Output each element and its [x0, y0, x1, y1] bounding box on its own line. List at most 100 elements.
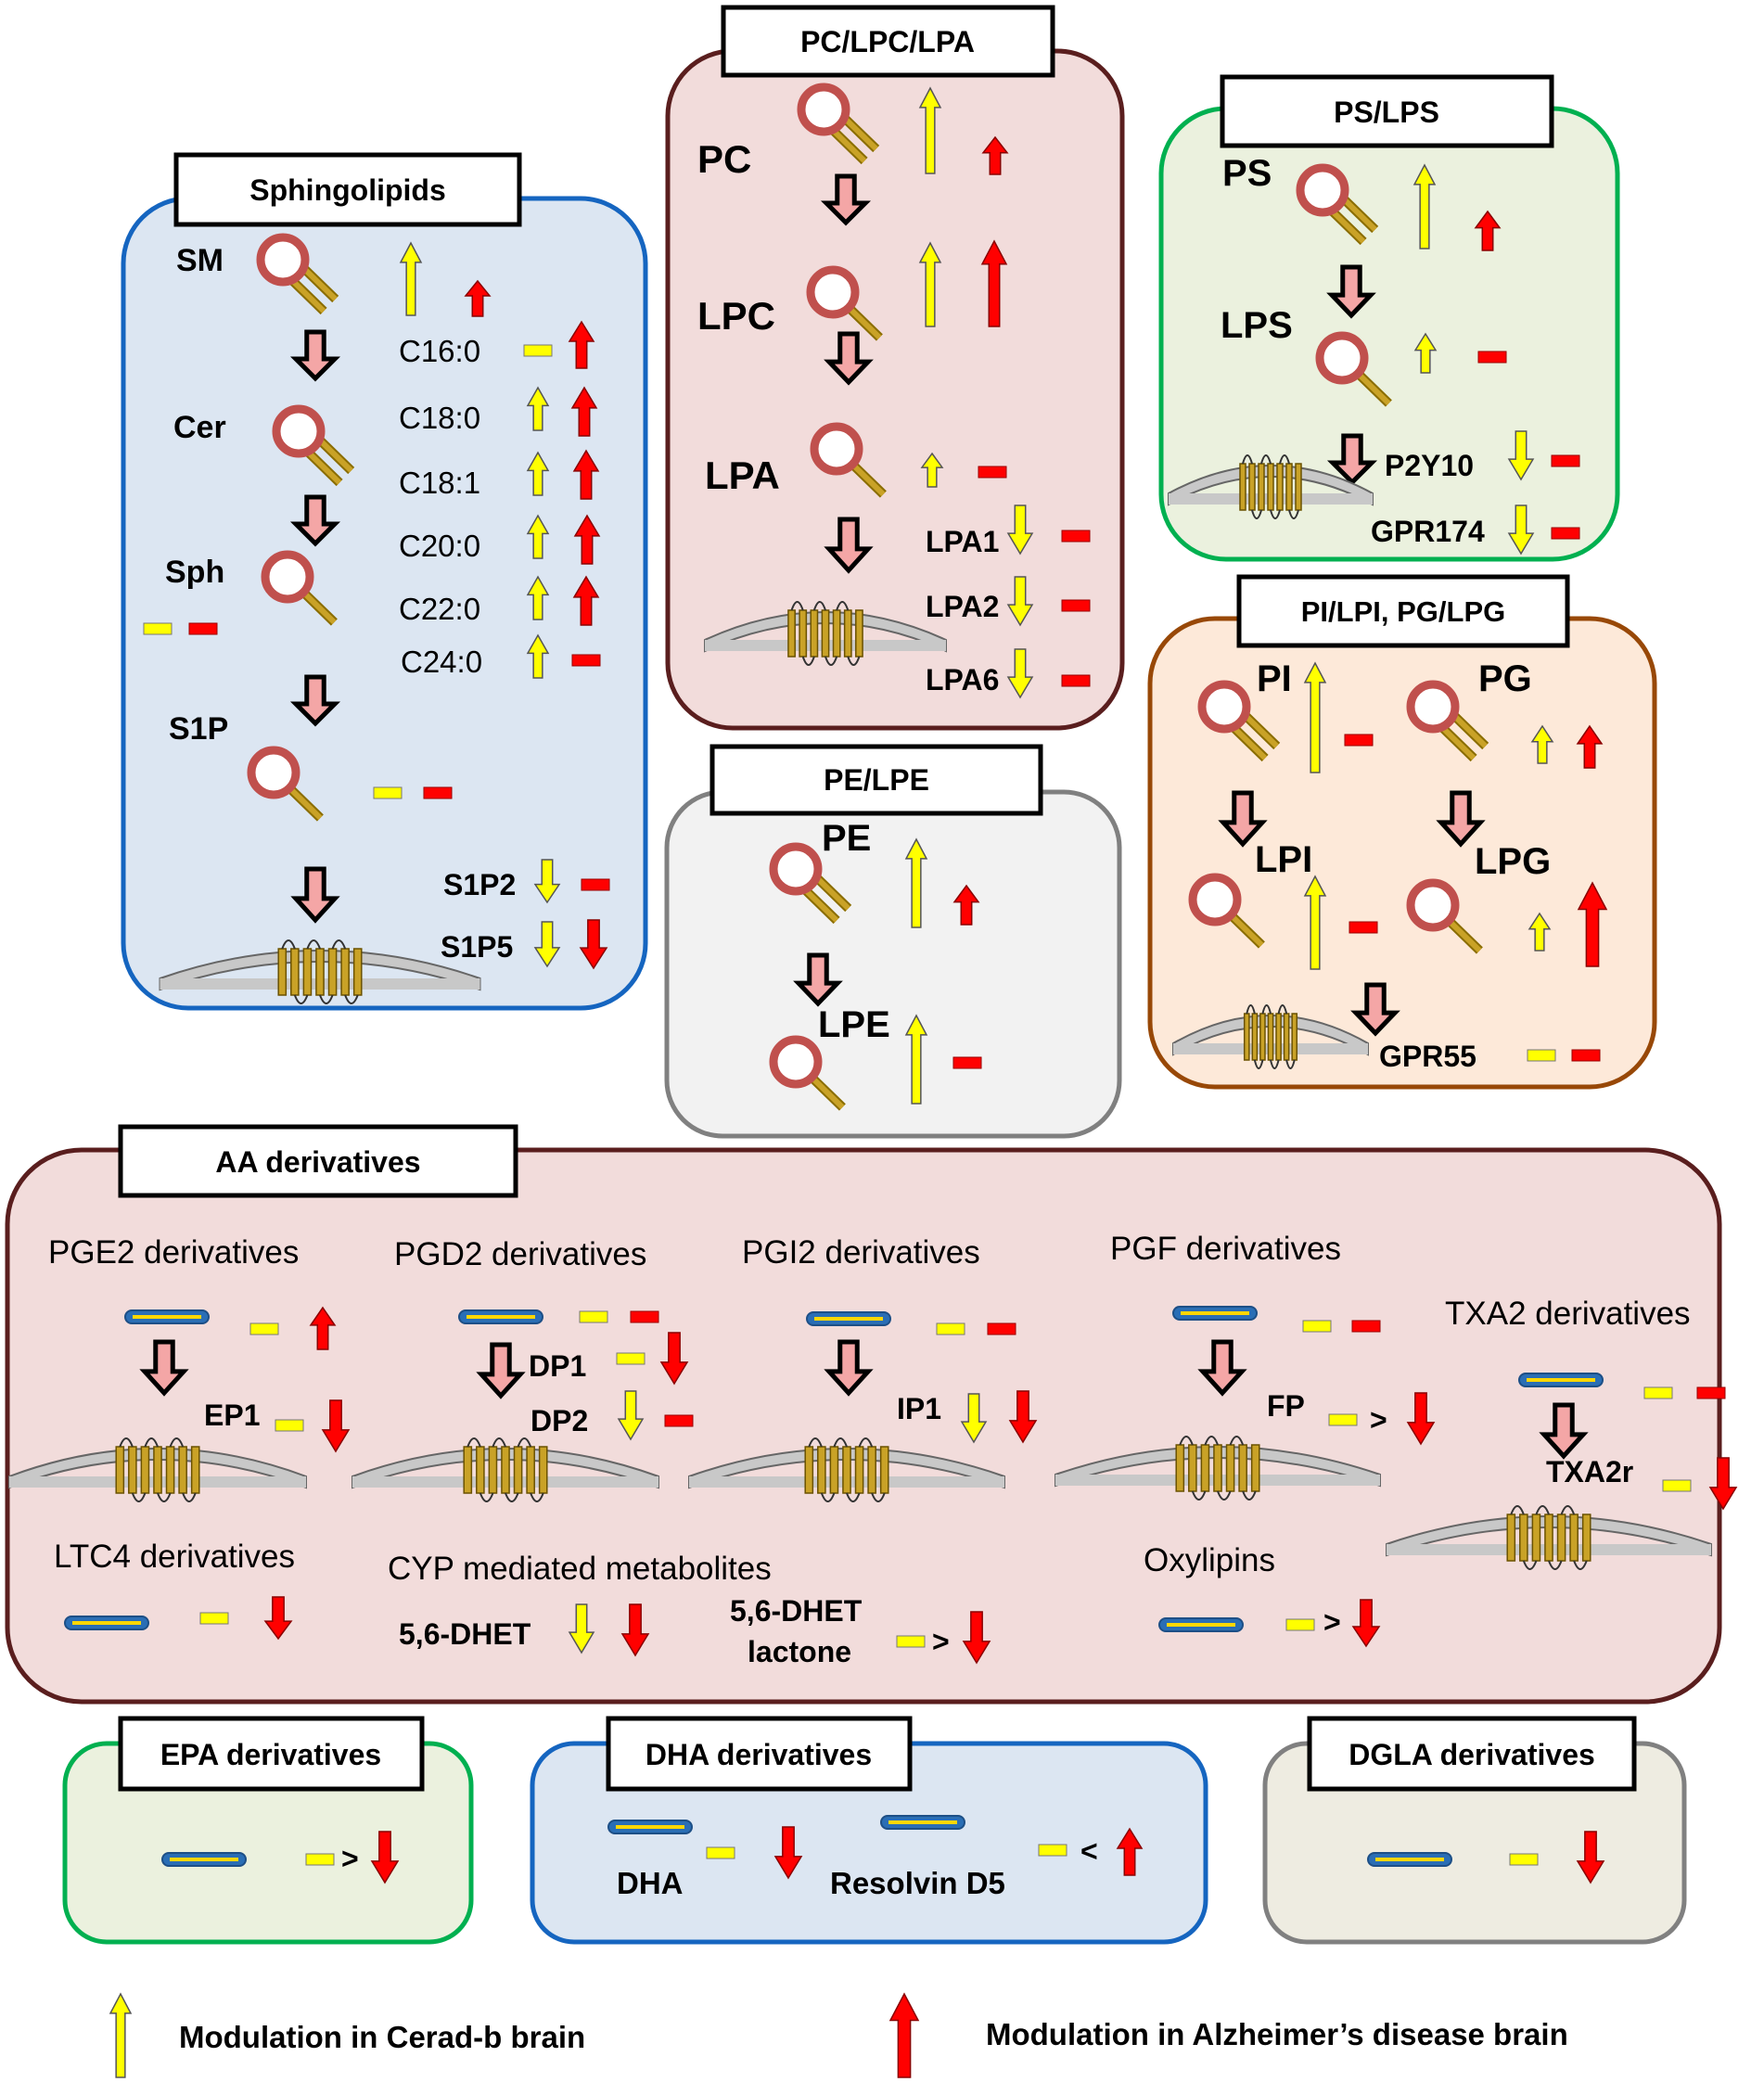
- label-lps: LPS: [1221, 305, 1293, 346]
- lipid-head: [272, 404, 326, 458]
- cerad-sph: [143, 622, 173, 635]
- receptor-helix: [526, 1446, 535, 1494]
- cerad-ps: [1412, 163, 1437, 249]
- ad-txa2r: [1708, 1457, 1738, 1511]
- label-resolvin-d5: Resolvin D5: [830, 1866, 1005, 1900]
- lipid-head: [1315, 331, 1369, 385]
- receptor-helix: [843, 609, 852, 658]
- ad-ltc4: [263, 1596, 293, 1641]
- dgla-title: DGLA derivatives: [1307, 1716, 1637, 1792]
- pi-title-text: PI/LPI, PG/LPG: [1301, 595, 1505, 628]
- receptor-s1p5: S1P5: [441, 930, 513, 964]
- receptor-helix: [1239, 463, 1246, 511]
- pc-title: PC/LPC/LPA: [721, 5, 1055, 78]
- lipid-head: [797, 83, 850, 136]
- cerad-lpi: [1303, 875, 1327, 970]
- ad-lpa1: [1061, 530, 1091, 543]
- group-oxylipins: Oxylipins: [1144, 1542, 1275, 1578]
- ad-txa2: [1696, 1386, 1726, 1399]
- lipid-pi: [1197, 680, 1281, 762]
- flow-pge2: [139, 1339, 189, 1397]
- cerad-c20: [526, 514, 550, 559]
- receptor-helix: [821, 609, 830, 658]
- label-dha: DHA: [617, 1866, 684, 1900]
- legend-cerad-arrow: [109, 1992, 133, 2078]
- label-lpg: LPG: [1475, 841, 1551, 882]
- label-pi: PI: [1257, 658, 1292, 699]
- cerad-lpa6: [1006, 648, 1034, 699]
- ad-lpe: [952, 1056, 982, 1069]
- receptor-loops: [1246, 1004, 1296, 1069]
- label-pc: PC: [697, 137, 751, 181]
- lipid-head: [769, 1035, 823, 1089]
- ad-lps: [1477, 351, 1507, 364]
- ad-dgla: [1576, 1831, 1605, 1884]
- label-lpc: LPC: [697, 294, 775, 338]
- label-cer: Cer: [173, 410, 226, 445]
- metabolite-dhet-lactone-line1: 5,6-DHET: [730, 1594, 863, 1628]
- receptor-helix: [867, 1446, 876, 1494]
- receptor-dp1: DP1: [529, 1349, 586, 1383]
- ad-c18-0: [570, 386, 598, 437]
- lipid-ps: [1296, 163, 1379, 246]
- lipid-cer: [272, 404, 355, 487]
- ad-pg: [1576, 724, 1604, 769]
- cerad-lpg: [1528, 912, 1552, 952]
- ps-title: PS/LPS: [1220, 74, 1554, 148]
- receptor-helix: [1213, 1444, 1222, 1492]
- ad-pi: [1344, 734, 1374, 747]
- flow-ps-lps: [1326, 264, 1376, 319]
- receptor-helix: [140, 1446, 150, 1494]
- cerad-s1p: [373, 786, 403, 799]
- receptor-helix: [277, 948, 288, 996]
- receptor-helix: [832, 609, 841, 658]
- cerad-gpr174: [1507, 505, 1535, 556]
- ad-c22: [572, 575, 600, 626]
- receptor-helix: [855, 609, 863, 658]
- lipid-head: [810, 422, 863, 476]
- receptor-helix: [1291, 1013, 1298, 1061]
- cerad-dha: [706, 1846, 735, 1859]
- cerad-pge2: [249, 1322, 279, 1335]
- label-pe: PE: [822, 818, 871, 859]
- gt-fp: >: [1370, 1403, 1387, 1437]
- receptor-helix: [190, 1446, 200, 1494]
- lipid-head: [769, 842, 823, 896]
- receptor-helix: [1258, 463, 1265, 511]
- ad-s1p5: [579, 919, 608, 970]
- receptor-helix: [1250, 1444, 1260, 1492]
- receptor-loops: [808, 1437, 886, 1502]
- receptor-helix: [799, 609, 808, 658]
- cerad-pi: [1303, 661, 1327, 773]
- cerad-txa2: [1643, 1386, 1673, 1399]
- ad-dhet-lactone: [962, 1611, 991, 1665]
- chain-c18-0: C18:0: [399, 401, 480, 435]
- cerad-lpa1: [1006, 505, 1034, 556]
- flow-sm-cer: [289, 329, 341, 382]
- membrane-ps: [1168, 454, 1374, 519]
- cerad-pgd2: [579, 1310, 608, 1323]
- ad-c16: [568, 320, 595, 369]
- flow-pgf: [1197, 1339, 1247, 1397]
- ad-pgd2: [630, 1310, 659, 1323]
- aa-panel: [5, 1147, 1722, 1705]
- flow-sph-s1p: [289, 674, 341, 727]
- receptor-helix: [1243, 1013, 1250, 1061]
- lipid-pc: [797, 83, 880, 165]
- ad-resolvin: [1116, 1827, 1144, 1876]
- lipid-pg: [1406, 680, 1489, 762]
- receptor-helix: [476, 1446, 485, 1494]
- group-cyp: CYP mediated metabolites: [388, 1551, 772, 1587]
- receptor-helix: [115, 1446, 125, 1494]
- gt-lactone: >: [932, 1625, 950, 1658]
- ad-c24: [571, 654, 601, 667]
- lipid-lpi: [1188, 873, 1265, 949]
- receptor-helix: [1295, 463, 1302, 511]
- receptor-lpa2: LPA2: [926, 590, 999, 623]
- receptor-loops: [1242, 454, 1299, 519]
- group-pge2: PGE2 derivatives: [48, 1234, 299, 1271]
- sphingolipids-panel: [121, 196, 648, 1011]
- cerad-dp1: [616, 1352, 646, 1365]
- cerad-ip1: [960, 1393, 988, 1444]
- metabolite-dhet-lactone-line2: lactone: [748, 1635, 851, 1668]
